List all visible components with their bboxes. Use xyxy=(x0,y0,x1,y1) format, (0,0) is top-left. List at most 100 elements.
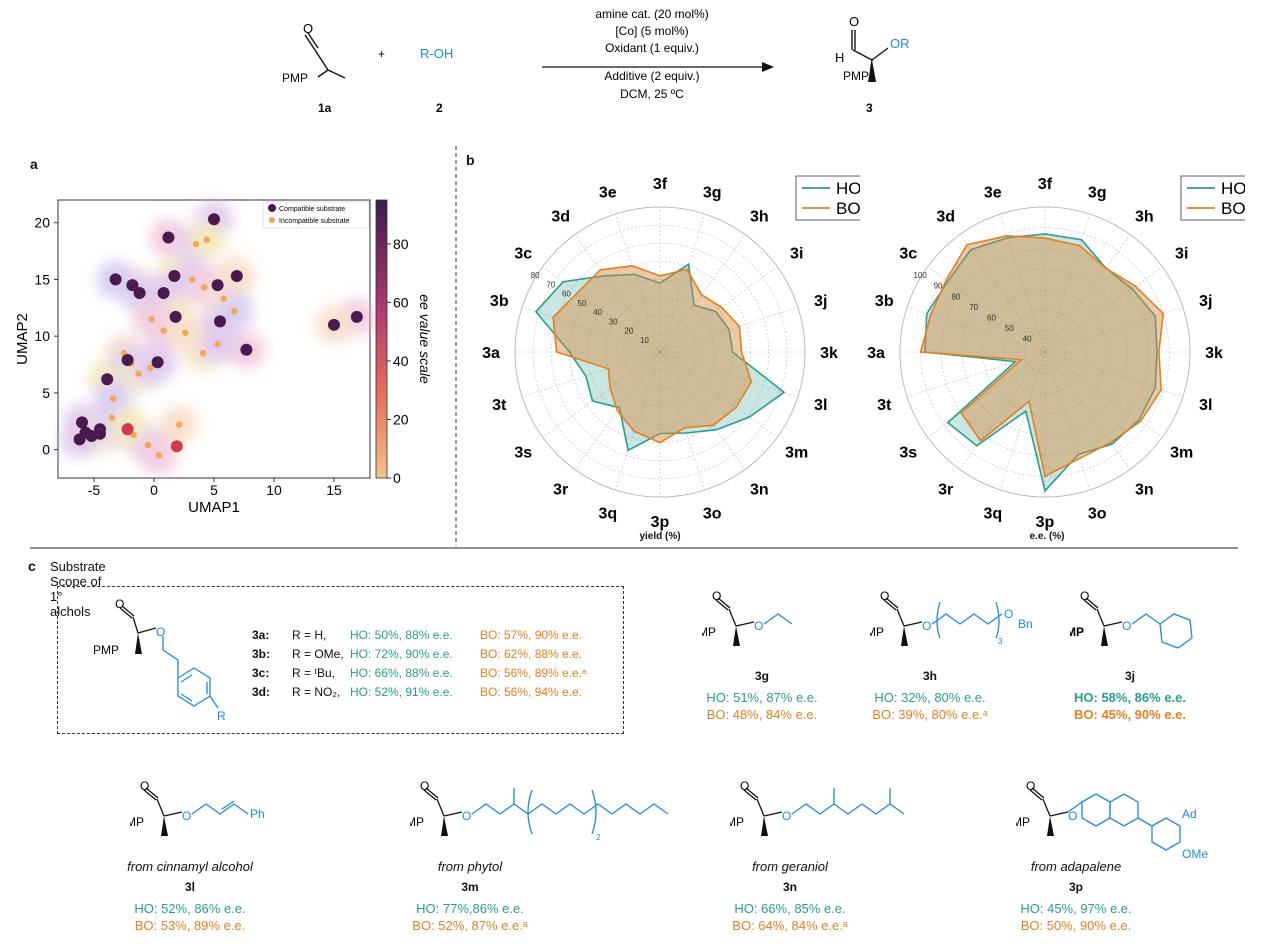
compatible-point xyxy=(85,430,98,443)
panel-a-letter: a xyxy=(30,156,38,172)
category-label: 3q xyxy=(983,506,1002,523)
pmp-label: PMP xyxy=(410,815,424,829)
product-pmp: PMP xyxy=(843,69,869,83)
product-id: 3 xyxy=(866,101,873,115)
compatible-point xyxy=(350,310,363,323)
category-label: 3c xyxy=(899,246,917,263)
compatible-point xyxy=(230,270,243,283)
compatible-point-low-ee xyxy=(121,423,134,436)
sm-pmp: PMP xyxy=(282,71,308,85)
incompatible-point xyxy=(155,452,162,459)
category-label: 3d xyxy=(936,208,955,225)
ether-oxygen: O xyxy=(1122,619,1131,633)
bn-label: Bn xyxy=(1018,617,1033,631)
radial-tick-label: 40 xyxy=(1023,334,1032,343)
pmp-label: PMP xyxy=(1070,625,1084,639)
panel-c-title: Substrate Scope of 1° alchols xyxy=(50,559,106,619)
sm-oxygen: O xyxy=(303,21,313,36)
pmp-label: PMP xyxy=(1016,815,1030,829)
category-label: 3s xyxy=(899,444,917,461)
incompatible-point xyxy=(203,236,210,243)
x-tick-label: 5 xyxy=(210,482,218,498)
radial-tick-label: 100 xyxy=(914,271,928,280)
radial-tick-label: 60 xyxy=(987,313,996,322)
ho-result: HO: 77%,86% e.e. xyxy=(416,901,524,916)
condition-2: [Co] (5 mol%) xyxy=(615,24,688,38)
structure-3j: O PMP O xyxy=(1070,589,1193,649)
box-r: R xyxy=(217,709,226,723)
radial-tick-label: 50 xyxy=(1005,324,1014,333)
panel-b-letter: b xyxy=(466,152,475,168)
ad-label: Ad xyxy=(1182,807,1197,821)
incompatible-point xyxy=(182,329,189,336)
legend-incompatible-marker xyxy=(269,217,275,223)
compound-id: 3p xyxy=(1068,880,1083,894)
radar-series-bo xyxy=(552,264,753,444)
divider-vertical xyxy=(455,146,457,546)
y-tick-label: 15 xyxy=(34,271,50,287)
scope-row-r: R = NO₂, xyxy=(292,685,341,699)
product-h: H xyxy=(835,50,844,65)
compatible-point xyxy=(101,373,114,386)
condition-1: amine cat. (20 mol%) xyxy=(595,7,708,21)
incompatible-point xyxy=(147,364,154,372)
incompatible-point xyxy=(160,327,167,334)
category-label: 3k xyxy=(1205,345,1223,362)
bo-result: BO: 52%, 87% e.e.ᵃ xyxy=(412,918,528,933)
colorbar-tick-label: 0 xyxy=(393,470,401,486)
compatible-point xyxy=(109,273,122,286)
colorbar-tick-label: 60 xyxy=(393,294,409,310)
category-label: 3r xyxy=(553,482,568,499)
category-label: 3a xyxy=(867,345,885,362)
ho-result: HO: 58%, 86% e.e. xyxy=(1074,690,1186,705)
ph-label: Ph xyxy=(250,807,265,821)
svg-text:O: O xyxy=(140,779,149,793)
scope-row-r: R = ᵗBu, xyxy=(292,666,335,680)
category-label: 3p xyxy=(651,514,670,531)
ether-oxygen: O xyxy=(754,619,763,633)
incompatible-point xyxy=(144,441,152,449)
category-label: 3d xyxy=(551,208,570,225)
scope-row-id: 3b: xyxy=(252,647,270,661)
ome-label: OMe xyxy=(1182,847,1208,860)
radial-tick-label: 80 xyxy=(951,292,960,301)
y-tick-label: 20 xyxy=(34,215,50,231)
scope-row-ho: HO: 50%, 88% e.e. xyxy=(350,628,453,642)
colorbar-tick-label: 40 xyxy=(393,353,409,369)
ho-result: HO: 32%, 80% e.e. xyxy=(874,690,986,705)
svg-text:O: O xyxy=(880,589,889,603)
reaction-scheme: O PMP 1a + R-OH 2 amine cat. (20 mol%) [… xyxy=(282,7,910,115)
svg-text:O: O xyxy=(1026,779,1035,793)
compatible-point xyxy=(157,287,170,300)
category-label: 3t xyxy=(492,397,507,414)
compatible-point xyxy=(73,433,86,446)
svg-text:O: O xyxy=(1080,589,1089,603)
category-label: 3o xyxy=(1088,506,1107,523)
category-label: 3m xyxy=(1170,444,1193,461)
legend-compatible: Compatible substrate xyxy=(279,206,345,213)
radar-series-ho xyxy=(534,262,786,452)
scope-row-id: 3c: xyxy=(252,666,270,680)
category-label: 3j xyxy=(814,293,827,310)
compatible-point xyxy=(328,318,340,331)
pmp-label: PMP xyxy=(130,815,144,829)
category-label: 3e xyxy=(984,184,1002,201)
incompatible-point xyxy=(110,395,117,402)
compound-id: 3m xyxy=(461,880,479,894)
benzyl-rows: 3a:R = H,HO: 50%, 88% e.e.BO: 57%, 90% e… xyxy=(252,626,587,702)
structure-3l: OPMPOPh xyxy=(130,779,265,836)
incompatible-point xyxy=(214,340,221,348)
scope-row-bo: BO: 57%, 90% e.e. xyxy=(480,628,583,642)
from-label: from cinnamyl alcohol xyxy=(127,859,253,874)
compatible-point xyxy=(214,315,226,328)
incompatible-point xyxy=(135,370,142,377)
category-label: 3c xyxy=(514,246,532,263)
svg-text:O: O xyxy=(1004,607,1013,621)
sm-id: 1a xyxy=(318,101,332,115)
category-label: 3q xyxy=(598,506,617,523)
